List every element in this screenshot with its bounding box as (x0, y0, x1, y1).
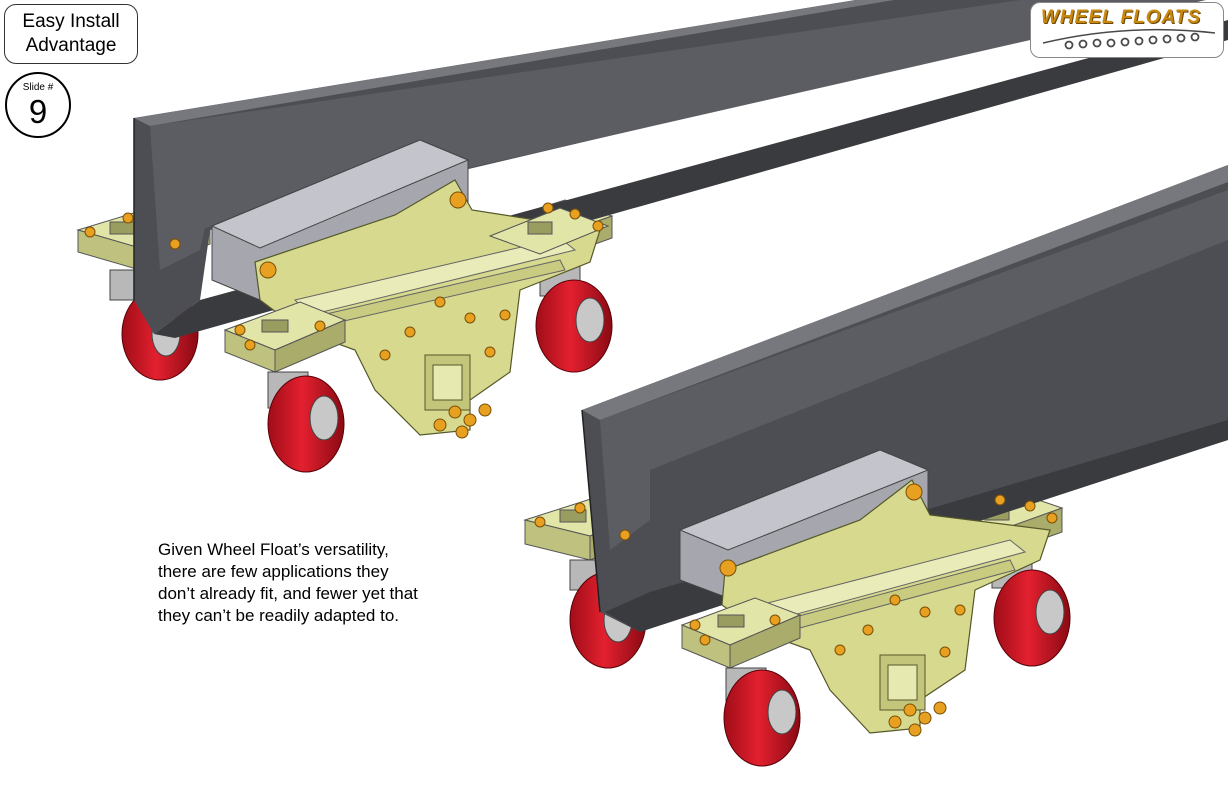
slide-title-line: Advantage (25, 35, 117, 56)
caption-line: don’t already fit, and fewer yet that (158, 584, 418, 603)
caster-wheel (723, 667, 801, 767)
caption-text: Given Wheel Float’s versatility, there a… (158, 539, 488, 627)
bolt-set (84, 191, 604, 439)
caption-line: they can’t be readily adapted to. (158, 606, 399, 625)
carriage-plate (721, 479, 1051, 734)
bolt-set (534, 483, 1058, 737)
caption-line: there are few applications they (158, 562, 389, 581)
slide-title-box: Easy Install Advantage (4, 4, 138, 64)
front-plate-left (680, 597, 802, 669)
slide-number-label: Slide # (22, 82, 54, 93)
caption-line: Given Wheel Float’s versatility, (158, 540, 389, 559)
slide-title-line: Easy Install (22, 11, 120, 32)
caster-wheel (267, 371, 345, 473)
logo-text: WHEEL FLOATS (1041, 7, 1202, 28)
front-plate-right (488, 207, 610, 255)
assembly-bottom (523, 165, 1228, 767)
beam-pad (678, 449, 930, 599)
wheel-floats-logo: WHEEL FLOATS (1030, 2, 1224, 58)
slide-number-badge: Slide # 9 (5, 72, 71, 138)
front-plate-left (223, 301, 347, 373)
slide-number: 9 (28, 93, 48, 130)
assembly-top (76, 0, 1228, 473)
wheel-chain-logo-icon (1042, 28, 1216, 50)
